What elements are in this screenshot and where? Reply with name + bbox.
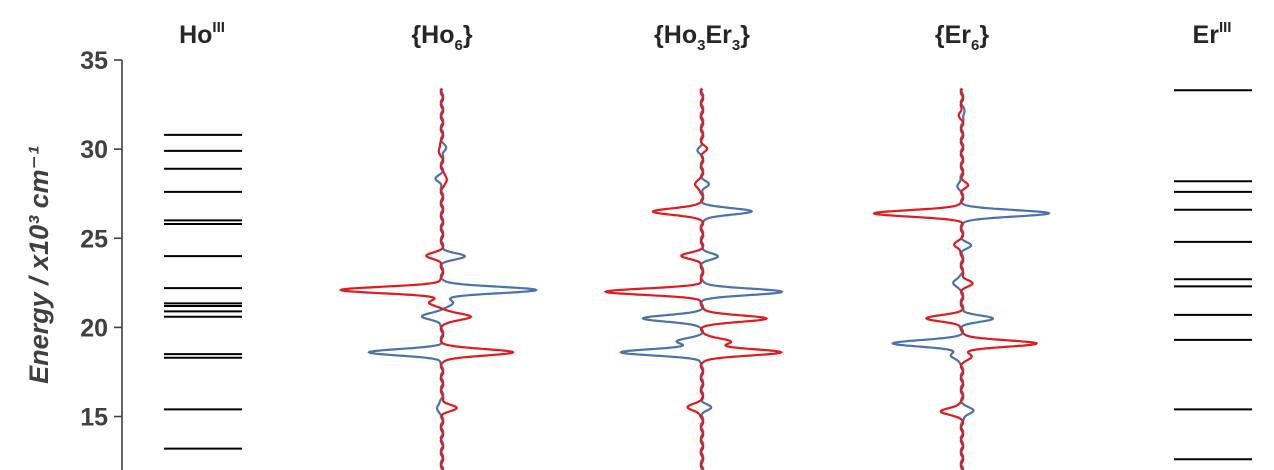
spectrum-red-trace (338, 88, 515, 470)
column-titles: HoIII {Ho6} {Ho3Er3} {Er6} ErIII (179, 19, 1231, 54)
column-title: {Ho3Er3} (654, 21, 750, 54)
y-tick-label: 30 (80, 136, 108, 164)
spectrum-blue-trace (891, 88, 1051, 470)
y-tick-label: 25 (80, 225, 108, 253)
column-title: {Er6} (935, 21, 989, 54)
column-title: ErIII (1193, 19, 1232, 49)
y-tick-label: 20 (80, 314, 108, 342)
column-title: HoIII (179, 19, 225, 49)
spectrum-blue-trace (619, 88, 784, 470)
spectrum-red-trace (872, 88, 1038, 470)
column-title: {Ho6} (411, 21, 472, 54)
y-axis-label: Energy / x10³ cm⁻¹ (24, 146, 54, 384)
spectrum-blue-trace (367, 88, 538, 470)
spectrum-red-trace (603, 88, 783, 470)
y-tick-label: 35 (80, 47, 108, 75)
y-axis: 15 20 25 30 35 (80, 47, 123, 470)
y-tick-label: 15 (80, 404, 108, 432)
spectra (338, 88, 1051, 470)
energy-levels (164, 89, 1252, 461)
